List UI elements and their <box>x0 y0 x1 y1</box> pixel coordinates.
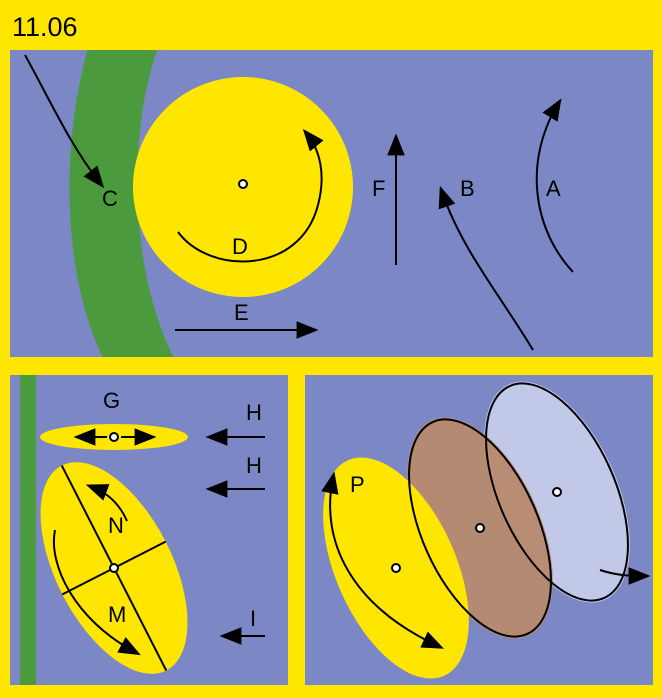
label-e: E <box>234 300 249 325</box>
land-strip <box>20 375 36 685</box>
land-band <box>69 50 174 357</box>
disc-center <box>238 179 248 189</box>
arrow-exit <box>599 567 651 585</box>
label-n: N <box>108 513 124 538</box>
pale-disc-center <box>552 487 562 497</box>
label-p: P <box>350 472 365 497</box>
arrow-d <box>177 128 324 263</box>
arrow-p <box>321 471 444 649</box>
bottom-right-panel: P <box>305 375 653 685</box>
label-b: B <box>460 176 475 201</box>
label-i: I <box>250 606 256 631</box>
tilted-disc-center <box>109 563 119 573</box>
bottom-left-panel: G H H I N M <box>10 375 288 685</box>
arrow-c <box>24 54 105 189</box>
arrow-m <box>52 529 141 656</box>
brown-disc-center <box>475 523 485 533</box>
label-h-lower: H <box>246 453 262 478</box>
arrow-a <box>535 98 574 273</box>
arrow-b <box>438 185 534 351</box>
label-a: A <box>546 176 561 201</box>
diagram-number: 11.06 <box>12 12 78 42</box>
label-h-upper: H <box>246 400 262 425</box>
label-f: F <box>372 176 385 201</box>
label-g: G <box>103 388 120 413</box>
label-d: D <box>232 234 248 259</box>
label-m: M <box>108 602 126 627</box>
arrow-n <box>85 484 128 522</box>
top-panel: C D E F B A <box>10 50 653 357</box>
yellow-disc-p-center <box>391 563 401 573</box>
label-c: C <box>102 186 118 211</box>
g-center <box>109 432 119 442</box>
pale-disc-orbit <box>485 382 629 602</box>
